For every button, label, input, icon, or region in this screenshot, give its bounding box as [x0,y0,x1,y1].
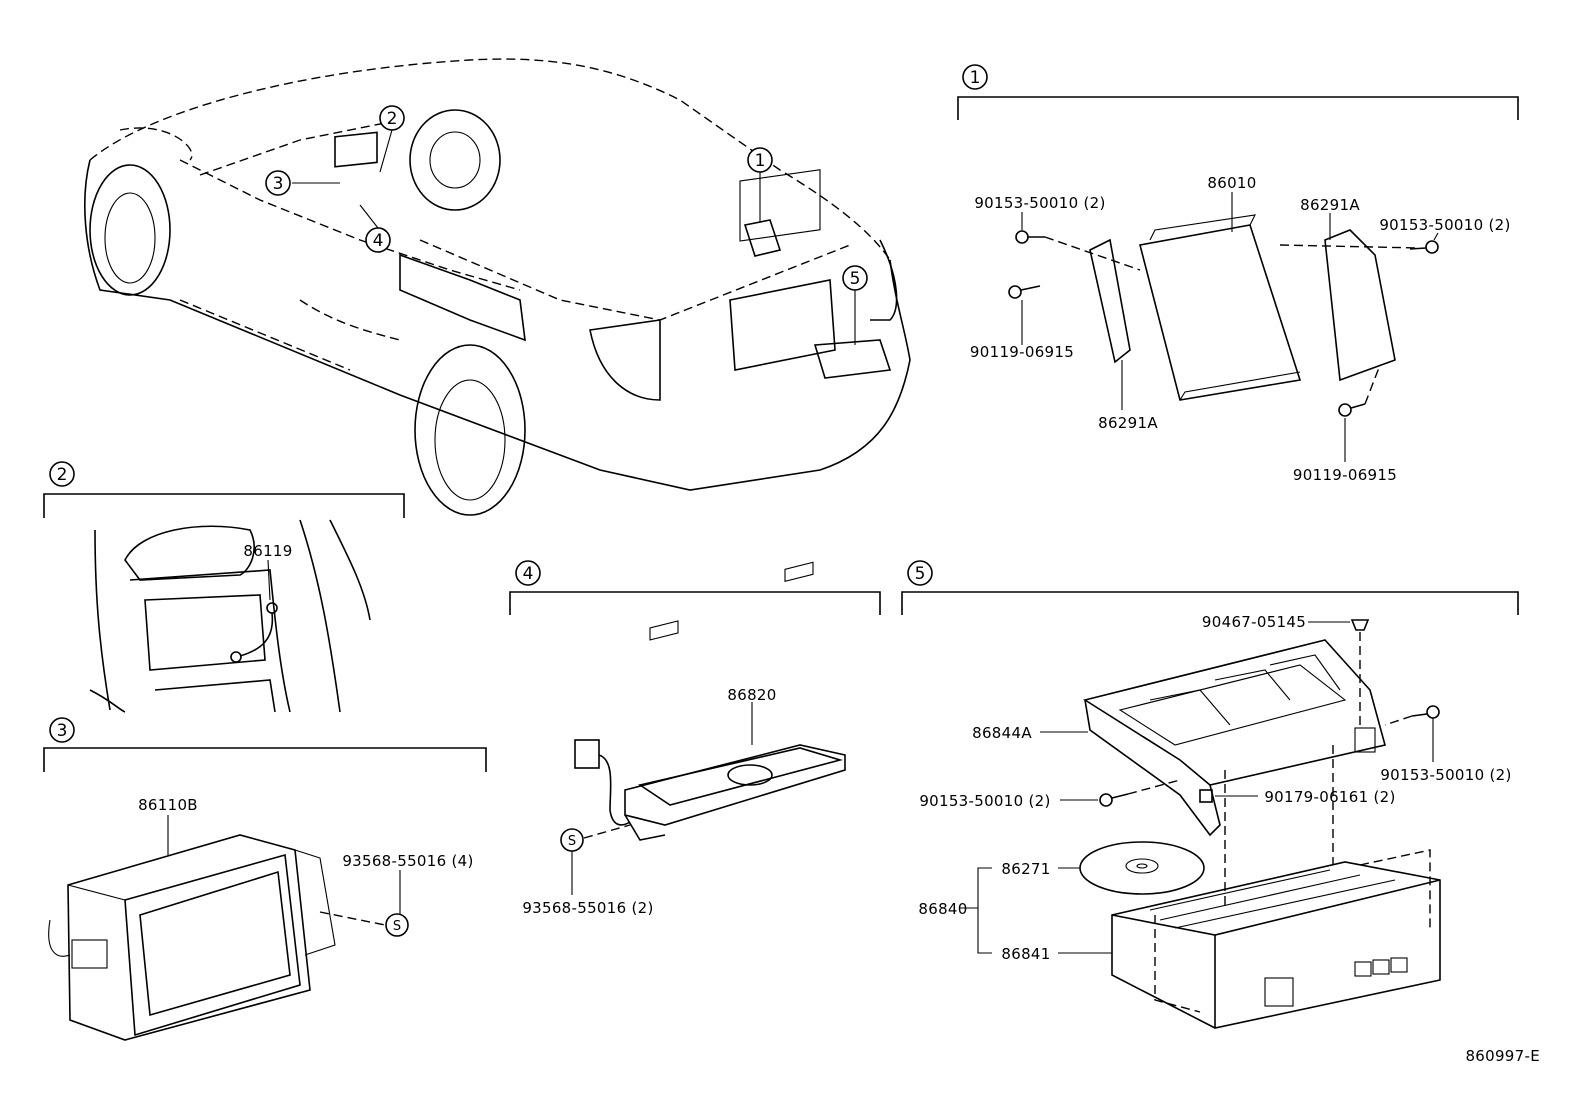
part-label-90153-50010: 90153-50010 (2) [919,792,1050,810]
svg-text:5: 5 [915,564,926,584]
symbol-s-circle: S [560,828,584,852]
car-callout-3: 3 [265,170,291,196]
part-label-86291A: 86291A [1300,196,1360,214]
section-2: 2 86119 [43,461,405,713]
part-label-86271: 86271 [1001,860,1050,878]
diagram-code: 860997-E [1465,1047,1540,1065]
car-callout-4: 4 [365,227,391,253]
car-callout-5: 5 [842,265,868,291]
part-label-90153-50010: 90153-50010 (2) [1380,766,1511,784]
part-label-90153-50010: 90153-50010 (2) [974,194,1105,212]
section-1: 1 86010 86291A [957,64,1519,484]
section-4: 4 S 86820 93568-55016 (2) [509,560,881,917]
part-label-90119-06915: 90119-06915 [1293,466,1397,484]
clip-icon [1350,619,1370,631]
svg-text:S: S [568,834,576,849]
part-label-90179-06161: 90179-06161 (2) [1264,788,1395,806]
svg-text:3: 3 [273,174,284,194]
part-label-86841: 86841 [1001,945,1050,963]
car-callout-2: 2 [379,105,405,131]
svg-text:1: 1 [970,68,981,88]
svg-text:2: 2 [387,109,398,129]
part-label-86291A: 86291A [1098,414,1158,432]
svg-text:2: 2 [57,465,68,485]
section-3: 3 S 86110B 93568-55016 (4) [43,717,487,1041]
symbol-s-circle: S [385,913,409,937]
bolt-icon [1099,705,1440,807]
disc-icon [1079,841,1205,895]
part-label-86820: 86820 [727,686,776,704]
part-label-86844A: 86844A [972,724,1032,742]
part-label-93568-55016: 93568-55016 (4) [342,852,473,870]
part-label-86119: 86119 [243,542,292,560]
svg-text:4: 4 [523,564,534,584]
part-label-86840: 86840 [918,900,967,918]
svg-text:S: S [393,919,401,934]
bolt-icon [1008,230,1439,417]
svg-text:1: 1 [755,151,766,171]
section-5: 5 [901,560,1519,1029]
part-label-86110B: 86110B [138,796,198,814]
part-label-90119-06915: 90119-06915 [970,343,1074,361]
svg-text:3: 3 [57,721,68,741]
svg-text:4: 4 [373,231,384,251]
part-label-90153-50010: 90153-50010 (2) [1379,216,1510,234]
car-callout-1: 1 [747,147,773,173]
part-label-90467-05145: 90467-05145 [1202,613,1306,631]
part-label-86010: 86010 [1207,174,1256,192]
part-label-93568-55016: 93568-55016 (2) [522,899,653,917]
car-overview: 1 2 3 4 5 [84,58,911,516]
svg-text:5: 5 [850,269,861,289]
